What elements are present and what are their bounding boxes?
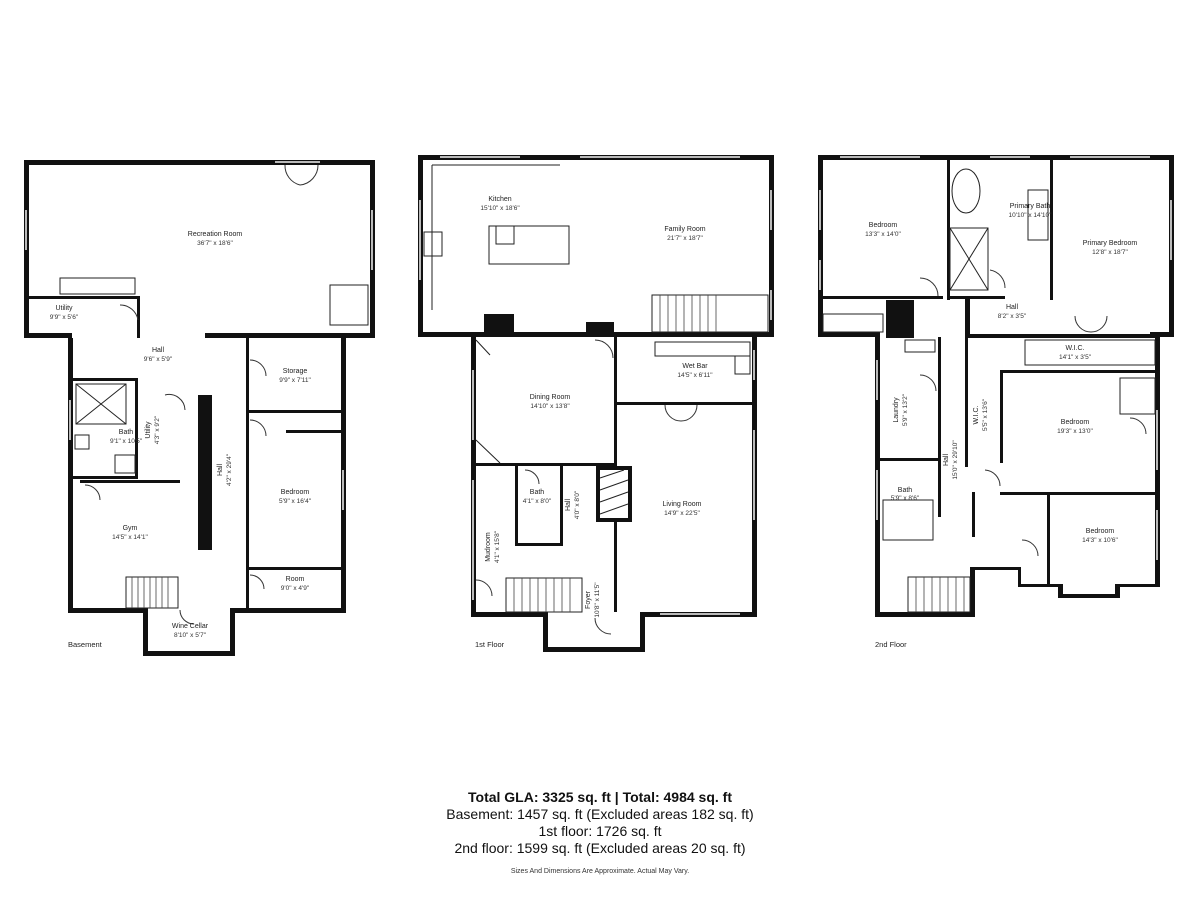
room-name: Room (286, 576, 305, 583)
hall-dims: 9'6" x 5'9" (144, 356, 173, 363)
recreation-room-dims: 36'7" x 18'6" (197, 240, 233, 247)
bedroom3-name: Bedroom (1086, 528, 1115, 535)
bedroom-name: Bedroom (281, 489, 310, 496)
hall-name: Hall (565, 499, 572, 512)
living-room-dims: 14'9" x 22'5" (664, 510, 700, 517)
bedroom-dims: 5'9" x 16'4" (279, 498, 312, 505)
second-floor-plan: Bedroom 13'3" x 14'0" Primary Bath 10'10… (818, 155, 1174, 649)
hall1-dims: 8'2" x 3'5" (998, 313, 1027, 320)
basement-area: Basement: 1457 sq. ft (Excluded areas 18… (446, 806, 754, 822)
wic1-name: W.I.C. (1065, 345, 1084, 352)
storage-dims: 9'9" x 7'11" (279, 377, 311, 384)
first-floor-label: 1st Floor (475, 640, 505, 649)
kitchen-dims: 15'10" x 18'6" (480, 205, 520, 212)
bath-dims: 9'1" x 10'5" (110, 438, 143, 445)
kitchen-name: Kitchen (488, 196, 511, 203)
hall1-name: Hall (1006, 304, 1019, 311)
hall2-dims: 4'2" x 29'4" (226, 453, 233, 486)
room-dims: 9'0" x 4'9" (281, 585, 310, 592)
second-floor-area: 2nd floor: 1599 sq. ft (Excluded areas 2… (454, 840, 746, 856)
mudroom-name: Mudroom (485, 532, 492, 562)
second-floor-label: 2nd Floor (875, 640, 907, 649)
wine-cellar-dims: 8'10" x 5'7" (174, 632, 207, 639)
bath-name: Bath (898, 487, 913, 494)
primary-bedroom-name: Primary Bedroom (1083, 240, 1138, 247)
utility-dims: 9'9" x 5'6" (50, 314, 79, 321)
storage-name: Storage (283, 368, 308, 375)
bath-dims: 4'1" x 8'0" (523, 498, 552, 505)
primary-bath-dims: 10'10" x 14'10" (1009, 212, 1053, 219)
foyer-dims: 10'8" x 11'5" (594, 582, 601, 618)
hall2-name: Hall (217, 464, 224, 477)
family-room-dims: 21'7" x 18'7" (667, 235, 703, 242)
hall2-dims: 15'0" x 29'10" (952, 440, 959, 480)
laundry-name: Laundry (893, 397, 900, 423)
bath-name: Bath (530, 489, 545, 496)
basement-label: Basement (68, 640, 103, 649)
living-room-name: Living Room (663, 501, 702, 508)
utility2-dims: 4'3" x 9'2" (154, 415, 161, 444)
first-floor-area: 1st floor: 1726 sq. ft (538, 823, 662, 839)
wet-bar-name: Wet Bar (682, 363, 708, 370)
gym-name: Gym (123, 525, 138, 532)
total-gla: Total GLA: 3325 sq. ft | Total: 4984 sq.… (468, 789, 732, 805)
hall-name: Hall (152, 347, 165, 354)
laundry-dims: 5'9" x 13'2" (902, 393, 909, 426)
first-floor-plan: Kitchen 15'10" x 18'6" Family Room 21'7"… (418, 155, 774, 652)
family-room-name: Family Room (664, 226, 705, 233)
bedroom3-dims: 14'3" x 10'6" (1082, 537, 1118, 544)
hall2-name: Hall (943, 454, 950, 467)
wic1-dims: 14'1" x 3'5" (1059, 354, 1092, 361)
hall-dims: 4'0" x 8'0" (574, 490, 581, 519)
primary-bedroom-dims: 12'8" x 18'7" (1092, 249, 1128, 256)
wet-bar-dims: 14'5" x 6'11" (677, 372, 713, 379)
bedroom1-name: Bedroom (869, 222, 898, 229)
mudroom-dims: 4'1" x 15'8" (494, 530, 501, 563)
disclaimer: Sizes And Dimensions Are Approximate. Ac… (510, 868, 690, 875)
wic2-dims: 5'5" x 13'6" (982, 398, 989, 431)
bath-dims: 5'9" x 8'6" (891, 495, 920, 502)
dining-room-name: Dining Room (530, 394, 571, 401)
bedroom2-name: Bedroom (1061, 419, 1090, 426)
foyer-name: Foyer (585, 590, 592, 609)
dining-room-dims: 14'10" x 13'8" (530, 403, 570, 410)
recreation-room-name: Recreation Room (188, 231, 243, 238)
primary-bath-name: Primary Bath (1010, 203, 1051, 210)
utility-name: Utility (55, 305, 73, 312)
wine-cellar-name: Wine Cellar (172, 623, 209, 630)
utility2-name: Utility (145, 421, 152, 439)
wic2-name: W.I.C. (973, 405, 980, 424)
bath-name: Bath (119, 429, 134, 436)
basement-floor-plan: Recreation Room 36'7" x 18'6" Utility 9'… (24, 160, 375, 656)
gym-dims: 14'5" x 14'1" (112, 534, 148, 541)
bedroom1-dims: 13'3" x 14'0" (865, 231, 901, 238)
bedroom2-dims: 19'3" x 13'0" (1057, 428, 1093, 435)
